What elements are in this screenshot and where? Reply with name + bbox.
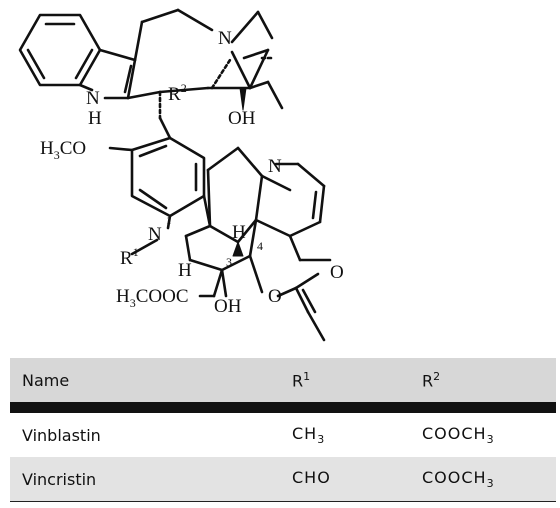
r1-label: R1 <box>120 245 139 269</box>
table-header-row: Name R1 R2 <box>10 358 556 402</box>
row-r1: CHO <box>292 467 331 487</box>
atom-o-keto: O <box>330 262 344 283</box>
indole-pyrrole-ring <box>78 48 137 100</box>
indole-benzene-ring <box>18 13 102 87</box>
row-r2: COOCH3 <box>422 423 495 447</box>
table-row: Vinblastin CH3 COOCH3 <box>10 413 556 457</box>
atom-nh: N <box>86 88 100 109</box>
ester-label: H3COOC <box>116 286 189 310</box>
row-name: Vincristin <box>22 469 97 489</box>
r2-label: R2 <box>168 81 187 105</box>
atom-n-top: N <box>218 28 232 49</box>
bottom-rule <box>10 501 556 502</box>
header-rule <box>10 402 556 413</box>
row-r2: COOCH3 <box>422 467 495 491</box>
vinca-alkaloid-structure: N N H R2 OH H3CO N 1 R1 N H H 3 4 H3COOC… <box>18 8 344 342</box>
row-name: Vinblastin <box>22 425 101 445</box>
header-r1: R1 <box>292 369 311 391</box>
atom-nh-h: H <box>88 108 102 129</box>
atom-h-left: H <box>178 260 192 281</box>
methoxy-label: H3CO <box>40 138 86 162</box>
vindoline-cage <box>130 146 332 342</box>
header-name: Name <box>22 370 70 390</box>
locant-3: 3 <box>226 255 232 269</box>
locant-4: 4 <box>257 239 263 253</box>
vindoline-benzene-ring <box>108 116 206 218</box>
header-r2: R2 <box>422 369 441 391</box>
atom-oh-top: OH <box>228 108 256 129</box>
atom-n1: N <box>148 224 162 245</box>
substituent-table: Name R1 R2 Vinblastin CH3 COOCH3 Vincris… <box>10 358 556 502</box>
row-r1: CH3 <box>292 423 326 447</box>
atom-oh-bottom: OH <box>214 296 242 317</box>
atom-h-mid: H <box>232 222 246 243</box>
locant-1: 1 <box>166 215 172 227</box>
upper-bridge-system <box>126 8 284 120</box>
table-row: Vincristin CHO COOCH3 <box>10 457 556 501</box>
atom-o-ester: O <box>268 286 282 307</box>
atom-n-right: N <box>268 156 282 177</box>
